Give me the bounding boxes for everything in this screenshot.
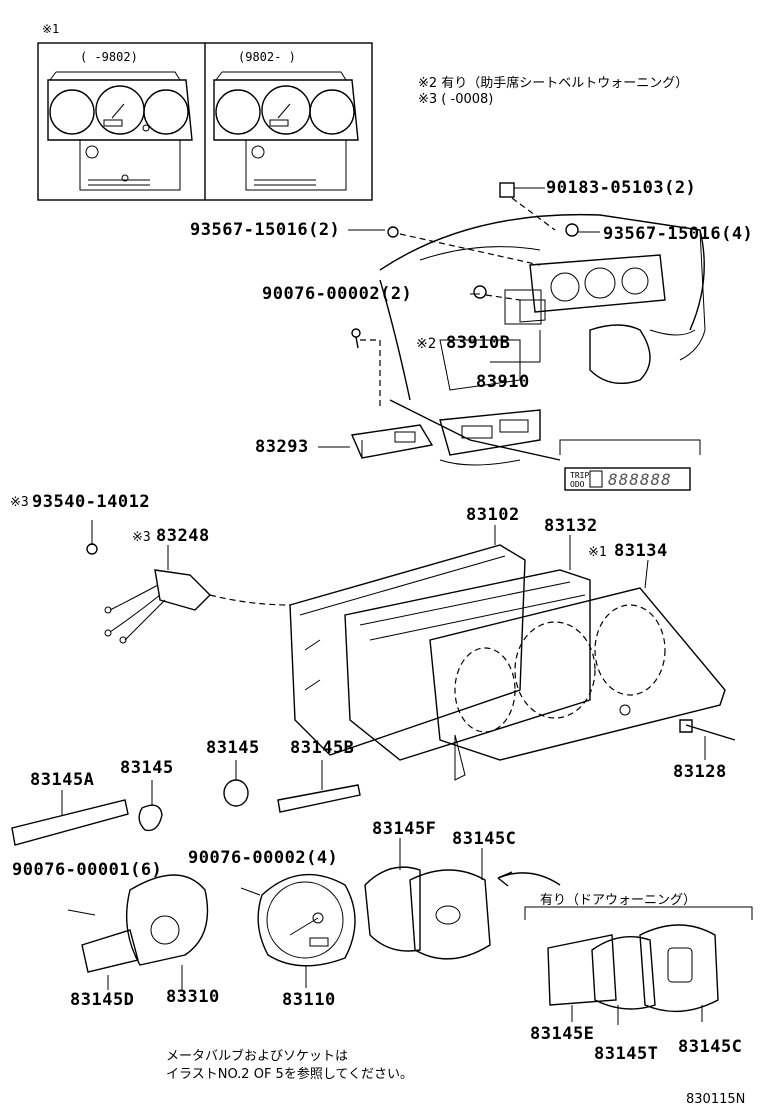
part-83110: 83110 — [282, 990, 336, 1010]
door-warning-note: 有り（ドアウォーニング） — [540, 893, 697, 908]
part-83102: 83102 — [466, 505, 520, 525]
part-93567-15016-b: 93567-15016(4) — [603, 224, 754, 244]
inset-left-caption: ( -9802) — [80, 50, 138, 64]
part-83910b: 83910B — [446, 333, 511, 353]
mark-83248: ※3 — [132, 530, 151, 545]
module-83293 — [318, 424, 434, 459]
footer-line-1: メータバルブおよびソケットは — [166, 1049, 349, 1064]
part-83248: 83248 — [156, 526, 210, 546]
mark-83910b: ※2 — [416, 336, 437, 352]
part-93567-15016-a: 93567-15016(2) — [190, 220, 341, 240]
display-odo: ODO — [570, 480, 585, 489]
part-93540-14012: 93540-14012 — [32, 492, 151, 512]
dashboard-illustration — [348, 182, 706, 466]
part-83145c-1: 83145C — [452, 829, 517, 849]
part-83310: 83310 — [166, 987, 220, 1007]
part-90076-00001: 90076-00001(6) — [12, 860, 163, 880]
part-83132: 83132 — [544, 516, 598, 536]
note-3: ※3 ( -0008) — [418, 92, 494, 107]
part-83134: 83134 — [614, 541, 668, 561]
inset-mark: ※1 — [42, 22, 60, 36]
main-cluster-assembly — [86, 520, 736, 781]
diagram-code: 830115N — [686, 1092, 746, 1107]
part-83293: 83293 — [255, 437, 309, 457]
part-90076-00002-b: 90076-00002(4) — [188, 848, 339, 868]
inset-right-caption: (9802- ) — [238, 50, 296, 64]
odo-display-box — [559, 439, 701, 491]
small-parts-row — [11, 760, 361, 846]
note-2: ※2 有り（助手席シートベルトウォーニング） — [418, 76, 689, 91]
part-83145a: 83145A — [30, 770, 95, 790]
part-90183-05103: 90183-05103(2) — [546, 178, 697, 198]
inset-box — [37, 42, 373, 201]
part-83145d: 83145D — [70, 990, 135, 1010]
part-90076-00002-a: 90076-00002(2) — [262, 284, 413, 304]
part-83145-1: 83145 — [120, 758, 174, 778]
part-83145t: 83145T — [594, 1044, 659, 1064]
part-83145e: 83145E — [530, 1024, 595, 1044]
part-83145b: 83145B — [290, 738, 355, 758]
display-trip: TRIP — [570, 471, 590, 480]
mark-93540: ※3 — [10, 495, 29, 510]
part-83910: 83910 — [476, 372, 530, 392]
part-83145f: 83145F — [372, 819, 437, 839]
gauge-parts — [67, 838, 753, 1025]
footer-line-2: イラストNO.2 OF 5を参照してください。 — [166, 1067, 414, 1082]
part-83145c-2: 83145C — [678, 1037, 743, 1057]
part-83145-2: 83145 — [206, 738, 260, 758]
mark-83134: ※1 — [588, 545, 607, 560]
display-digits: 888888 — [608, 470, 672, 489]
part-83128: 83128 — [673, 762, 727, 782]
